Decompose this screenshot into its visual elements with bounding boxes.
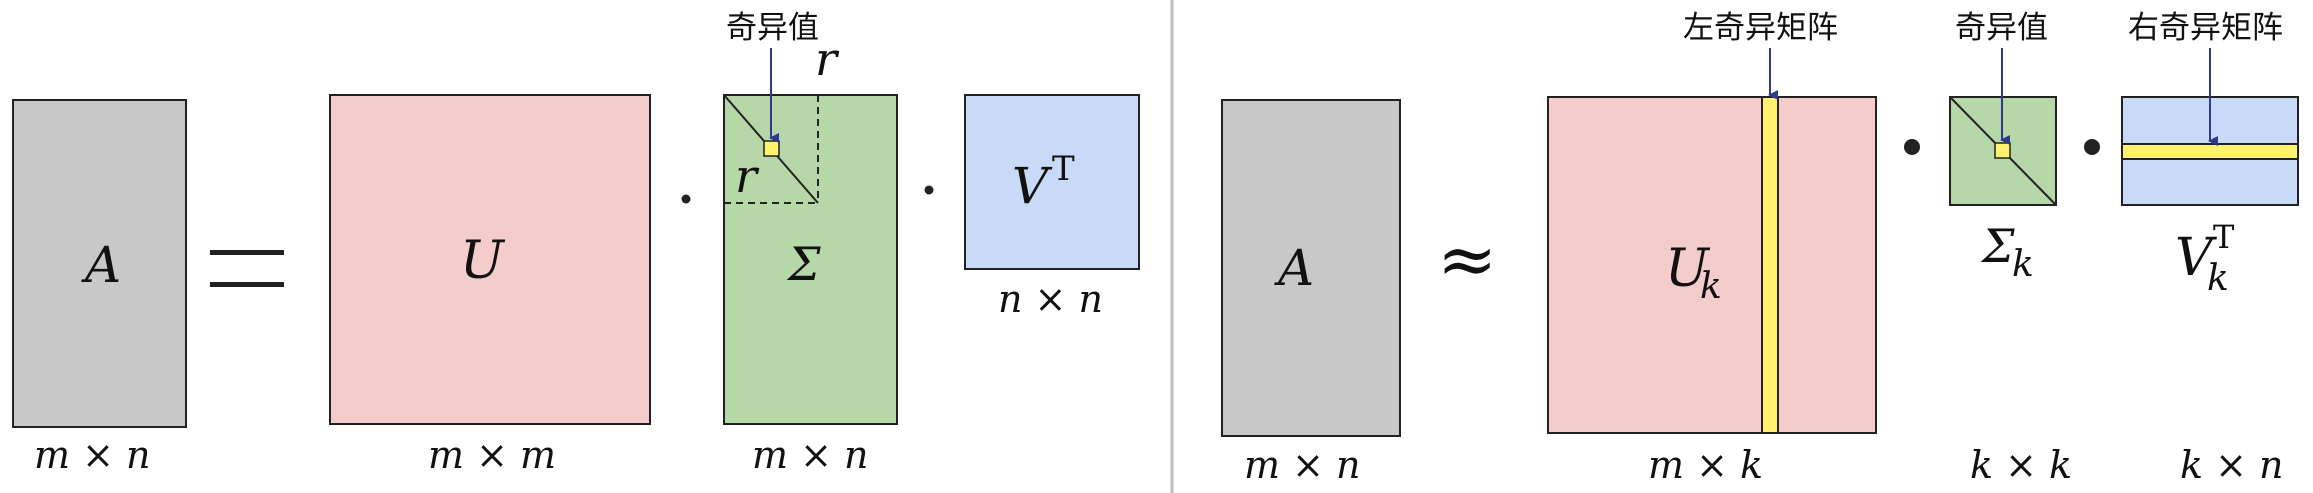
dot-operator-left-2 — [924, 185, 934, 195]
right-singular-matrix-annotation: 右奇异矩阵 — [2128, 10, 2283, 46]
left-singular-vector-column — [1761, 96, 1779, 434]
matrix-a-right — [1221, 99, 1401, 437]
matrix-uk-label: U — [1665, 239, 1711, 299]
matrix-sigmak-subscript: k — [2012, 244, 2034, 285]
sigma-rank-top: r — [815, 32, 840, 86]
matrix-vt-superscript: T — [1052, 149, 1075, 189]
matrix-a-left-label: A — [81, 236, 121, 294]
matrix-vt-dims: n × n — [998, 277, 1103, 321]
matrix-uk — [1547, 96, 1877, 434]
left-singular-matrix-annotation: 左奇异矩阵 — [1683, 10, 1838, 46]
right-panel: A m × n ≈ U k m × k 左奇异矩阵 Σ k k × k 奇异值 … — [1221, 10, 2299, 487]
equals-sign — [210, 250, 284, 287]
matrix-vkt-dims: k × n — [2180, 443, 2284, 487]
matrix-sigmak-dims: k × k — [1970, 443, 2072, 487]
matrix-a-left — [12, 99, 187, 428]
left-panel: A m × n U m × m r r Σ m × n 奇异值 V T n × … — [12, 10, 1140, 477]
matrix-vkt-subscript: k — [2207, 258, 2229, 299]
matrix-vt-label: V — [1012, 157, 1053, 215]
matrix-a-right-dims: m × n — [1244, 443, 1361, 487]
matrix-sigma-dims: m × n — [752, 433, 869, 477]
singular-value-marker-left — [763, 140, 780, 157]
singular-value-annotation-right: 奇异值 — [1955, 10, 2048, 46]
dot-operator-right-1 — [1904, 139, 1920, 155]
matrix-a-right-label: A — [1274, 239, 1314, 297]
sigma-rank-left: r — [735, 149, 760, 203]
matrix-vkt-superscript: T — [2213, 218, 2235, 256]
dot-operator-right-2 — [2084, 139, 2100, 155]
matrix-vkt-label: V — [2175, 228, 2217, 288]
matrix-u — [329, 94, 651, 425]
matrix-vt — [964, 94, 1140, 270]
matrix-sigmak-label: Σ — [1980, 219, 2015, 273]
singular-value-annotation-left: 奇异值 — [726, 10, 819, 46]
dot-operator-left-1 — [681, 194, 691, 204]
matrix-uk-dims: m × k — [1648, 443, 1763, 487]
matrix-sigma-label: Σ — [786, 237, 821, 291]
singular-value-marker-right — [1994, 142, 2011, 159]
matrix-uk-subscript: k — [1700, 266, 1722, 307]
approx-sign: ≈ — [1437, 217, 1497, 301]
right-singular-vector-row — [2121, 143, 2299, 160]
matrix-sigma — [723, 94, 898, 425]
matrix-a-left-dims: m × n — [34, 433, 151, 477]
matrix-u-dims: m × m — [428, 433, 556, 477]
matrix-u-label: U — [460, 231, 506, 291]
